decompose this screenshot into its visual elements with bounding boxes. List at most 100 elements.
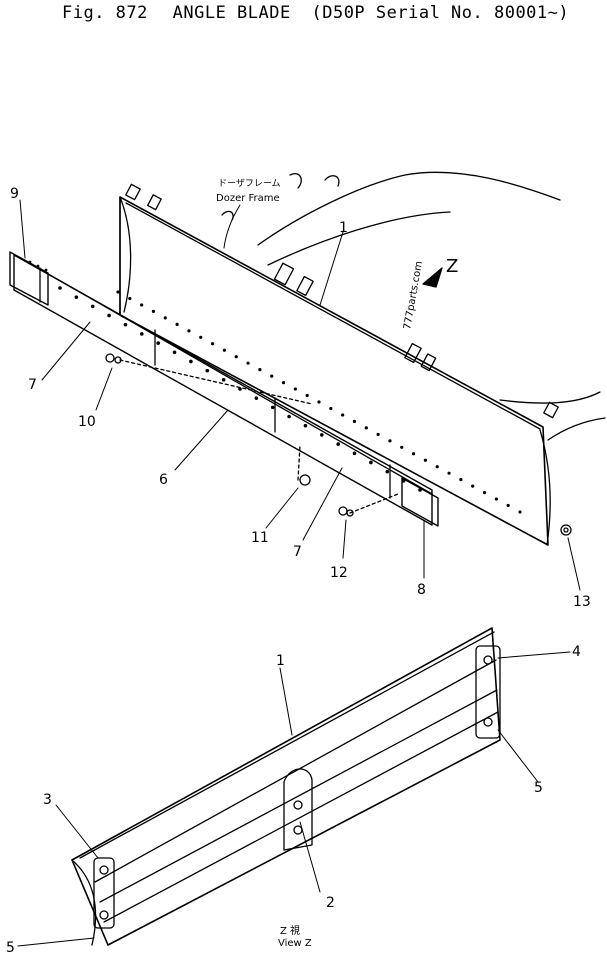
callout-7-left: 7 — [28, 377, 37, 393]
bolt-hole — [221, 378, 226, 382]
bolt-hole — [36, 264, 40, 268]
bolt-hole — [90, 304, 95, 309]
bolt-hole — [418, 488, 422, 492]
bolt-hole — [352, 451, 357, 456]
callout-12: 12 — [330, 565, 348, 581]
bolt-hole — [287, 414, 291, 419]
bolt-hole — [388, 439, 392, 443]
callout-4: 4 — [572, 644, 581, 660]
end-bit-right — [401, 477, 439, 527]
bolt-hole — [258, 368, 262, 372]
callout-6: 6 — [159, 472, 168, 488]
bolt-hole — [411, 452, 416, 456]
bolt-hole — [459, 478, 463, 482]
bolt-hole — [482, 490, 487, 495]
callout-5-right: 5 — [534, 780, 543, 796]
leader-lines-bottom — [17, 651, 571, 947]
figure-name: ANGLE BLADE — [172, 3, 291, 23]
callout-11: 11 — [251, 530, 269, 546]
bolt-hole — [447, 471, 451, 475]
bolt-hole — [303, 423, 308, 428]
bolt-hole — [123, 322, 128, 327]
bolt-hole — [423, 458, 428, 462]
bracket-center — [283, 768, 313, 851]
bolt-hole — [341, 413, 345, 417]
bolt-hole — [336, 442, 340, 446]
bolt-hole — [369, 460, 373, 465]
dozer-frame-label-jp: ドーザフレーム — [218, 178, 281, 189]
blade-moldboard — [119, 183, 559, 546]
bolt-hole — [140, 332, 144, 336]
bolt-hole — [107, 313, 111, 318]
bracket-left — [93, 857, 115, 929]
bolt-hole — [58, 286, 62, 290]
bolt-hole — [116, 290, 120, 294]
callout-13: 13 — [573, 594, 591, 610]
bolt-hole — [385, 469, 390, 474]
bolt-hole — [199, 335, 203, 339]
bolt-hole — [175, 322, 179, 326]
dozer-frame — [221, 171, 606, 441]
figure-number: Fig. 872 — [62, 3, 148, 23]
bolt-hole — [254, 396, 259, 400]
bolt-hole — [506, 503, 510, 508]
bracket-right — [475, 645, 501, 739]
figure-title: Fig. 872 ANGLE BLADE (D50P Serial No. 80… — [62, 3, 569, 23]
bolt-hole — [172, 350, 177, 355]
bolt-parts — [105, 353, 572, 536]
callout-1-bottom: 1 — [276, 653, 285, 669]
bolt-hole — [128, 296, 132, 301]
bolt-holes — [28, 260, 522, 514]
watermark: 777parts.com — [402, 260, 425, 330]
callout-3: 3 — [43, 792, 52, 808]
bolt-hole — [364, 426, 368, 430]
bolt-hole — [163, 316, 167, 320]
bolt-hole — [28, 260, 32, 264]
bolt-hole — [376, 432, 380, 436]
bolt-hole — [238, 387, 242, 391]
callout-2: 2 — [326, 895, 335, 911]
bolt-hole — [293, 387, 297, 391]
end-bit-left — [9, 251, 49, 306]
bolt-hole — [471, 484, 475, 488]
bolt-hole — [246, 361, 250, 365]
bolt-hole — [320, 433, 324, 437]
callout-5-left: 5 — [6, 940, 15, 956]
dozer-frame-label: Dozer Frame — [216, 193, 280, 204]
figure-serial: (D50P Serial No. 80001~) — [311, 3, 570, 23]
callout-9: 9 — [10, 186, 19, 202]
bolt-hole — [210, 342, 215, 346]
bolt-hole — [329, 406, 333, 411]
cutting-edge — [13, 254, 433, 526]
leader-lines-top — [19, 199, 581, 591]
bolt-hole — [317, 400, 321, 404]
bolt-line — [119, 359, 399, 514]
bolt-hole — [494, 497, 498, 501]
blade-rear-view — [71, 627, 501, 946]
view-z-label-jp: Z 視 — [280, 924, 300, 937]
bolt-hole — [401, 479, 406, 483]
bolt-hole — [189, 359, 193, 364]
bolt-hole — [281, 380, 286, 385]
callout-8: 8 — [417, 582, 426, 598]
bolt-hole — [151, 309, 156, 314]
view-z-label: View Z — [278, 938, 312, 949]
bolt-hole — [156, 341, 160, 345]
bolt-hole — [205, 368, 210, 373]
z-arrow-label: Z — [446, 256, 458, 277]
bolt-hole — [400, 445, 404, 449]
bolt-hole — [74, 295, 79, 299]
callout-7-right: 7 — [293, 544, 302, 560]
bolt-hole — [140, 303, 144, 307]
dozer-frame-arrow — [223, 204, 241, 249]
bolt-hole — [518, 510, 522, 514]
bolt-hole — [222, 348, 227, 352]
bolt-hole — [352, 419, 357, 424]
callout-10: 10 — [78, 414, 96, 430]
bolt-hole — [270, 405, 275, 410]
bolt-hole — [44, 268, 48, 272]
bolt-hole — [435, 465, 439, 469]
bolt-hole — [305, 393, 309, 398]
bolt-hole — [187, 329, 191, 333]
